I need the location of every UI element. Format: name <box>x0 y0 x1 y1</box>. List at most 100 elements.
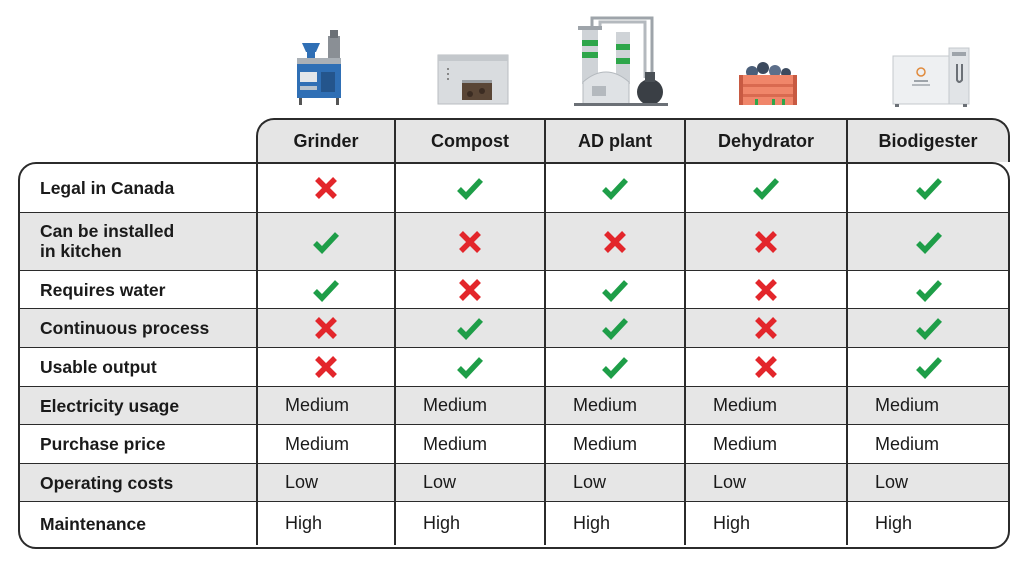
table-cell <box>684 213 846 270</box>
table-cell <box>846 213 1008 270</box>
table-cell <box>544 271 684 308</box>
table-cell <box>846 164 1008 212</box>
row-label: Continuous process <box>40 318 210 338</box>
row-label: Maintenance <box>40 513 146 534</box>
table-cell-value: Medium <box>875 433 940 454</box>
column-header-grinder: Grinder <box>256 118 394 162</box>
table-cell-value: Medium <box>713 433 778 454</box>
green-checkmark-icon <box>457 357 484 379</box>
table-cell <box>846 309 1008 347</box>
row-label: Legal in Canada <box>40 178 175 198</box>
table-cell-value: Low <box>285 472 319 492</box>
table-cell <box>256 348 394 386</box>
table-cell-mark <box>601 176 629 200</box>
table-cell-mark <box>456 176 484 200</box>
green-checkmark-icon <box>916 357 943 379</box>
table-cell <box>394 348 544 386</box>
table-cell <box>544 348 684 386</box>
row-label-line: Can be installed <box>40 221 175 241</box>
red-x-icon <box>604 230 626 253</box>
table-cell: High <box>394 502 544 545</box>
table-cell-mark <box>915 316 943 340</box>
red-x-icon <box>459 278 481 301</box>
column-header-compost: Compost <box>394 118 544 162</box>
table-cell <box>394 164 544 212</box>
table-cell-value: Low <box>713 472 747 492</box>
green-checkmark-icon <box>753 178 780 200</box>
table-cell: Medium <box>544 425 684 463</box>
table-row: Continuous process <box>20 308 1008 347</box>
table-cell-value: Medium <box>423 433 488 454</box>
green-checkmark-icon <box>602 178 629 200</box>
table-cell-mark <box>752 278 780 302</box>
table-cell <box>256 309 394 347</box>
table-cell-mark <box>752 355 780 379</box>
red-x-icon <box>315 356 337 378</box>
table-cell-mark <box>915 278 943 302</box>
table-cell-value: High <box>875 513 913 533</box>
table-cell: Medium <box>256 387 394 424</box>
table-cell-mark <box>312 176 340 200</box>
table-cell: Medium <box>544 387 684 424</box>
red-x-icon <box>755 356 777 378</box>
table-cell <box>256 271 394 308</box>
row-label: Requires water <box>40 279 166 300</box>
table-cell <box>544 309 684 347</box>
table-cell: Medium <box>684 425 846 463</box>
table-cell: High <box>256 502 394 545</box>
table-cell-value: High <box>285 513 323 533</box>
table-cell-value: Medium <box>573 395 638 415</box>
table-cell-mark <box>752 230 780 254</box>
table-cell-value: Low <box>423 472 457 492</box>
table-cell: Low <box>394 464 544 501</box>
green-checkmark-icon <box>916 318 943 340</box>
table-cell <box>684 309 846 347</box>
table-cell: Low <box>256 464 394 501</box>
table-cell-mark <box>601 278 629 302</box>
green-checkmark-icon <box>602 357 629 379</box>
green-checkmark-icon <box>602 318 629 340</box>
table-cell-value: High <box>713 513 751 533</box>
table-cell <box>256 164 394 212</box>
table-cell <box>684 164 846 212</box>
green-checkmark-icon <box>457 318 484 340</box>
table-row: Usable output <box>20 347 1008 386</box>
table-cell <box>394 309 544 347</box>
table-cell-value: Medium <box>573 433 638 454</box>
table-cell-mark <box>601 355 629 379</box>
table-cell-mark <box>312 278 340 302</box>
row-label: Usable output <box>40 357 157 377</box>
table-cell <box>544 213 684 270</box>
table-cell-mark <box>312 355 340 379</box>
green-checkmark-icon <box>602 279 629 302</box>
table-cell-value: Low <box>573 472 607 492</box>
table-cell-mark <box>456 278 484 302</box>
table-cell-mark <box>752 316 780 340</box>
table-cell <box>846 271 1008 308</box>
table-cell-value: Medium <box>713 395 778 415</box>
table-cell-mark <box>601 230 629 254</box>
ad-plant-icon <box>574 16 668 106</box>
equipment-illustrations <box>297 16 970 107</box>
table-cell <box>394 271 544 308</box>
table-cell: Medium <box>846 425 1008 463</box>
column-header-dehydrator: Dehydrator <box>684 118 846 162</box>
table-cell <box>544 164 684 212</box>
table-cell-value: Medium <box>285 395 350 415</box>
row-label: Purchase price <box>40 434 166 454</box>
green-checkmark-icon <box>916 178 943 200</box>
table-cell-mark <box>456 316 484 340</box>
grinder-machine-icon <box>297 30 341 105</box>
green-checkmark-icon <box>313 231 340 254</box>
compost-bin-icon <box>437 54 509 105</box>
table-cell <box>846 348 1008 386</box>
green-checkmark-icon <box>916 279 943 302</box>
red-x-icon <box>459 230 481 253</box>
table-cell <box>256 213 394 270</box>
table-cell: High <box>846 502 1008 545</box>
table-cell: Medium <box>684 387 846 424</box>
